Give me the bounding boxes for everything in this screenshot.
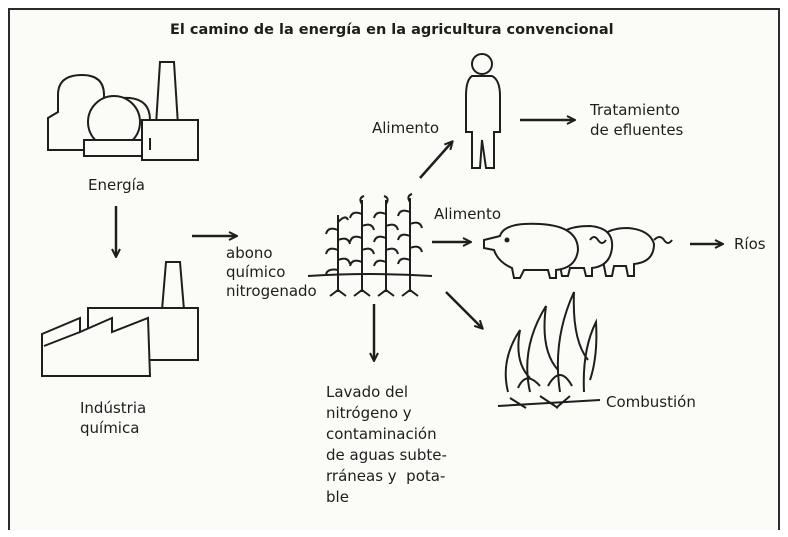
diagram-frame bbox=[8, 8, 780, 530]
label-rios: Ríos bbox=[734, 235, 766, 253]
label-abono: abono químico nitrogenado bbox=[226, 244, 317, 300]
diagram-title: El camino de la energía en la agricultur… bbox=[170, 22, 614, 38]
arrow-cultivo-combustion bbox=[445, 291, 482, 328]
label-lavado: Lavado del nitrógeno y contaminación de … bbox=[326, 383, 447, 506]
label-industria-quimica: Indústria química bbox=[80, 399, 147, 437]
person-icon bbox=[465, 53, 501, 169]
pigs-icon bbox=[483, 222, 673, 279]
arrow-cultivo-persona bbox=[419, 142, 452, 179]
power-plant-icon bbox=[47, 61, 199, 161]
factory-icon bbox=[41, 261, 199, 377]
label-combustion: Combustión bbox=[606, 393, 696, 411]
crops-icon bbox=[307, 193, 433, 297]
fire-icon bbox=[497, 291, 601, 409]
label-tratamiento: Tratamiento de efluentes bbox=[590, 101, 684, 139]
label-alimento-cerdo: Alimento bbox=[434, 205, 502, 223]
label-alimento-persona: Alimento bbox=[372, 119, 440, 137]
label-energia: Energía bbox=[88, 176, 145, 194]
